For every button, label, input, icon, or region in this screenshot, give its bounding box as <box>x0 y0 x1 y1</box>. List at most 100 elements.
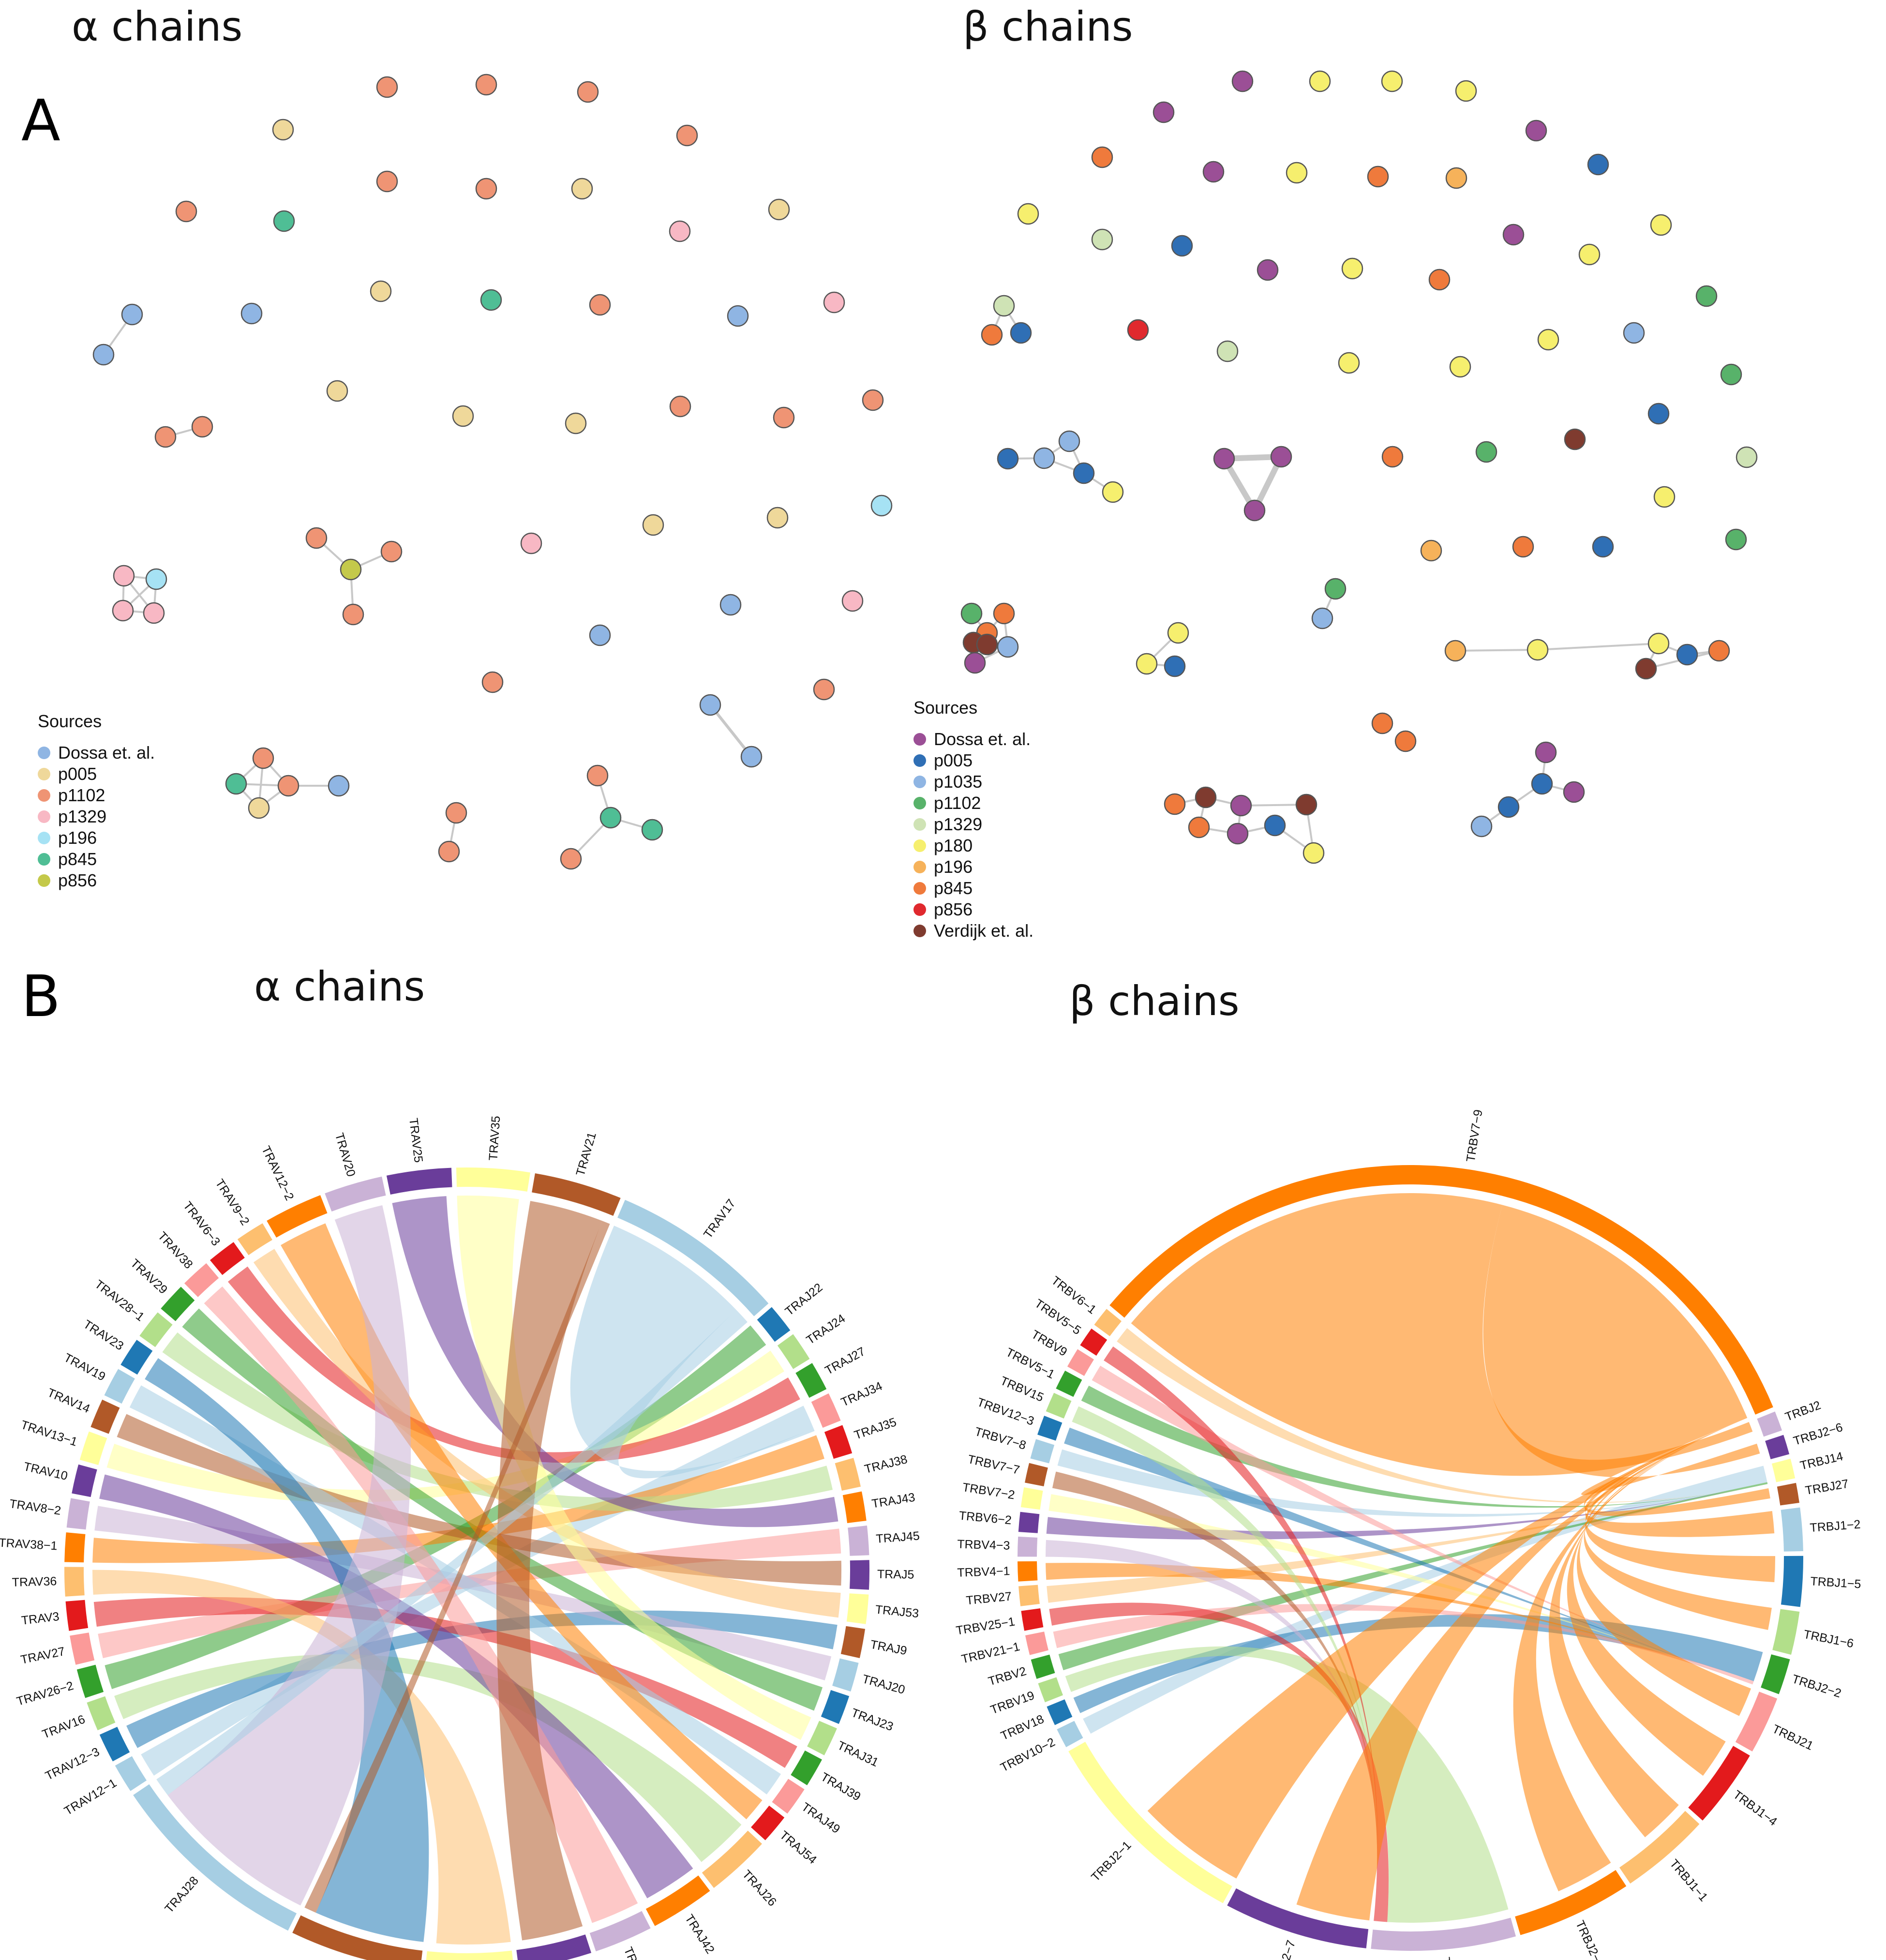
chord-sector <box>76 1664 104 1698</box>
chord-sector-label: TRBV18 <box>999 1712 1046 1743</box>
network-node <box>719 594 742 616</box>
network-node <box>993 295 1015 317</box>
chord-sector <box>1371 1917 1516 1951</box>
network-node <box>1010 322 1032 344</box>
network-node <box>1676 643 1698 666</box>
chord-sector-label: TRAV8−2 <box>9 1497 62 1518</box>
network-node <box>1371 712 1393 734</box>
chord-sector <box>1046 1392 1072 1419</box>
chord-sector <box>1772 1609 1800 1655</box>
chord-sector-label: TRAV14 <box>45 1386 92 1416</box>
chord-ribbon <box>117 1414 841 1586</box>
chord-sector <box>1025 1631 1048 1655</box>
network-node <box>1502 224 1525 246</box>
network-node <box>1033 447 1055 469</box>
chord-ribbon <box>126 1610 838 1748</box>
chord-sector-label: TRBJ27 <box>1804 1477 1850 1498</box>
legend-item: p1102 <box>38 785 155 806</box>
legend-swatch <box>913 839 926 852</box>
chord-sector-label: TRAJ27 <box>823 1345 868 1377</box>
network-node <box>1531 773 1553 795</box>
network-node <box>577 81 599 103</box>
chord-sector <box>64 1567 85 1597</box>
chord-sector-label: TRBV7−9 <box>1464 1108 1485 1163</box>
network-node <box>1470 815 1493 838</box>
legend-swatch <box>38 853 50 866</box>
chord-sector <box>1018 1536 1038 1557</box>
legend-label: Dossa et. al. <box>58 743 155 763</box>
chord-sector-label: TRAJ53 <box>875 1603 920 1621</box>
network-node <box>1720 363 1742 386</box>
chord-sector <box>832 1658 859 1692</box>
chord-sector-label: TRAV3 <box>21 1610 60 1628</box>
network-node <box>1270 446 1292 468</box>
legend-label: p180 <box>934 836 973 855</box>
chord-sector <box>1025 1463 1048 1487</box>
network-node <box>766 507 789 529</box>
chord-sector-label: TRBJ1−6 <box>1802 1628 1855 1651</box>
chord-sector-label: TRAV9−2 <box>212 1177 252 1227</box>
legend-item: p005 <box>38 763 155 785</box>
network-node <box>1167 622 1189 644</box>
network-node <box>1381 70 1403 92</box>
chord-sector <box>1781 1507 1803 1552</box>
chord-sector-label: TRAJ39 <box>819 1770 863 1804</box>
network-node <box>1381 446 1404 468</box>
network-node <box>1367 165 1389 188</box>
chord-sector <box>821 1690 850 1724</box>
chord-sector-label: TRBJ1−1 <box>1667 1857 1710 1904</box>
chord-sector <box>1757 1411 1782 1437</box>
chord-sector-label: TRAV20 <box>332 1131 358 1178</box>
network-node <box>1295 793 1317 816</box>
chord-sector-label: TRAJ43 <box>871 1491 916 1511</box>
chord-ribbon <box>1548 1418 1748 1838</box>
legend-swatch <box>38 832 50 844</box>
network-node <box>1102 481 1124 503</box>
chord-sector-label: TRAV17 <box>701 1197 738 1241</box>
network-node <box>740 746 763 768</box>
legend-label: Verdijk et. al. <box>934 921 1034 941</box>
chord-ribbon <box>1296 1418 1748 1921</box>
chord-sector <box>1047 1699 1073 1725</box>
chord-sector-label: TRAV28−1 <box>92 1277 147 1324</box>
network-node <box>1578 243 1601 266</box>
chord-sector-label: TRBV21−1 <box>960 1640 1021 1666</box>
chord-sector-label: TRAV25 <box>406 1117 425 1163</box>
chord-sector <box>64 1532 86 1563</box>
chord-sector-label: TRBV4−1 <box>957 1564 1010 1580</box>
network-node <box>641 819 663 841</box>
legend-swatch <box>913 882 926 895</box>
network-node <box>841 590 864 612</box>
chord-sector-label: TRBJ1−4 <box>1731 1788 1780 1828</box>
network-node <box>699 694 721 716</box>
legend-swatch <box>913 861 926 873</box>
chord-ribbon <box>1147 1418 1748 1879</box>
network-node <box>1449 356 1471 378</box>
network-node <box>475 178 497 200</box>
legend-item: p180 <box>913 835 1033 856</box>
network-node <box>1445 167 1467 189</box>
network-node <box>1695 285 1718 307</box>
network-node <box>1164 655 1186 677</box>
network-node <box>676 124 698 147</box>
network-node <box>92 344 115 366</box>
chord-sector <box>66 1498 90 1530</box>
legend-item: p005 <box>913 750 1033 771</box>
alpha-network <box>92 74 893 870</box>
chord-sector <box>87 1696 116 1731</box>
legend-swatch <box>38 874 50 887</box>
chord-ribbon <box>114 1654 742 1862</box>
chord-ribbon <box>106 1350 784 1503</box>
network-node <box>175 200 197 223</box>
legend-item: p845 <box>913 878 1033 899</box>
network-node <box>1537 329 1559 351</box>
network-node <box>1230 794 1252 817</box>
chord-sector-label: TRAJ24 <box>804 1312 848 1347</box>
chord-ribbon <box>1072 1406 1377 1921</box>
chord-sector-label: TRAJ28 <box>162 1874 201 1915</box>
chord-sector-label: TRBV2 <box>987 1664 1028 1689</box>
chord-sector <box>325 1176 386 1212</box>
legend-label: p845 <box>58 849 97 869</box>
